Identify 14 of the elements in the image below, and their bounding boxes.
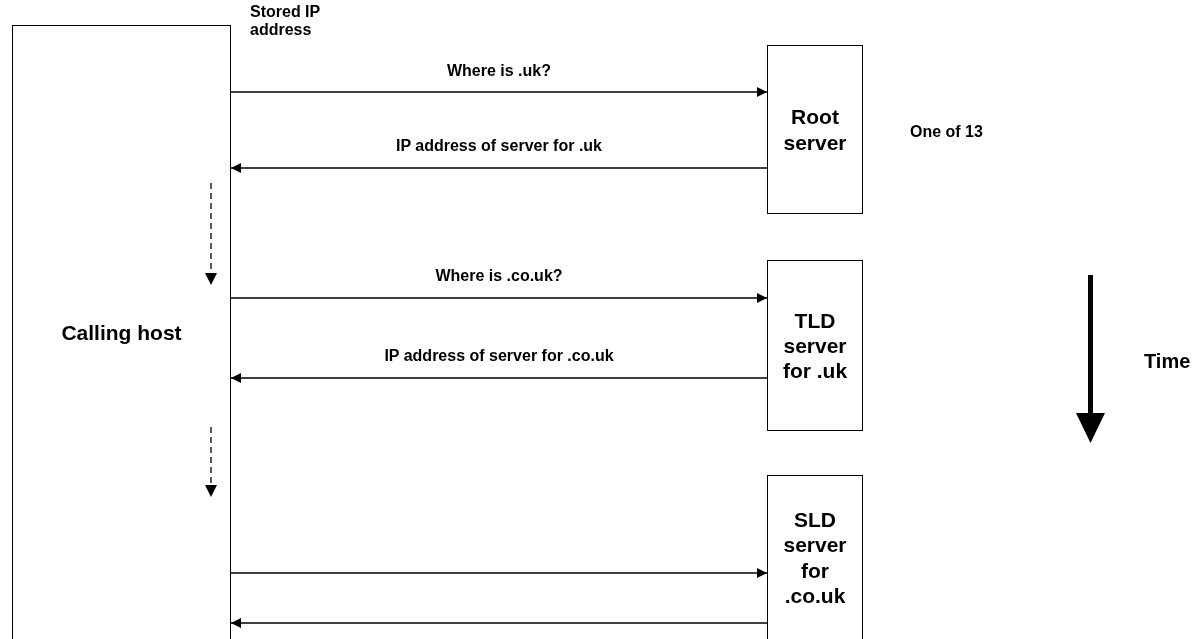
arrow <box>230 373 768 383</box>
arrow <box>230 87 768 97</box>
server-box <box>767 475 863 639</box>
node-label: Root server <box>782 104 848 155</box>
arrow <box>230 618 768 628</box>
server-box <box>767 45 863 214</box>
arrow <box>230 568 768 578</box>
arrow <box>230 163 768 173</box>
node-label: SLD server for .co.uk <box>782 507 848 608</box>
server-box <box>767 260 863 431</box>
arrow <box>230 293 768 303</box>
node-label: TLD server for .uk <box>781 307 849 384</box>
node-label: Calling host <box>60 319 183 346</box>
host-box <box>12 25 231 639</box>
